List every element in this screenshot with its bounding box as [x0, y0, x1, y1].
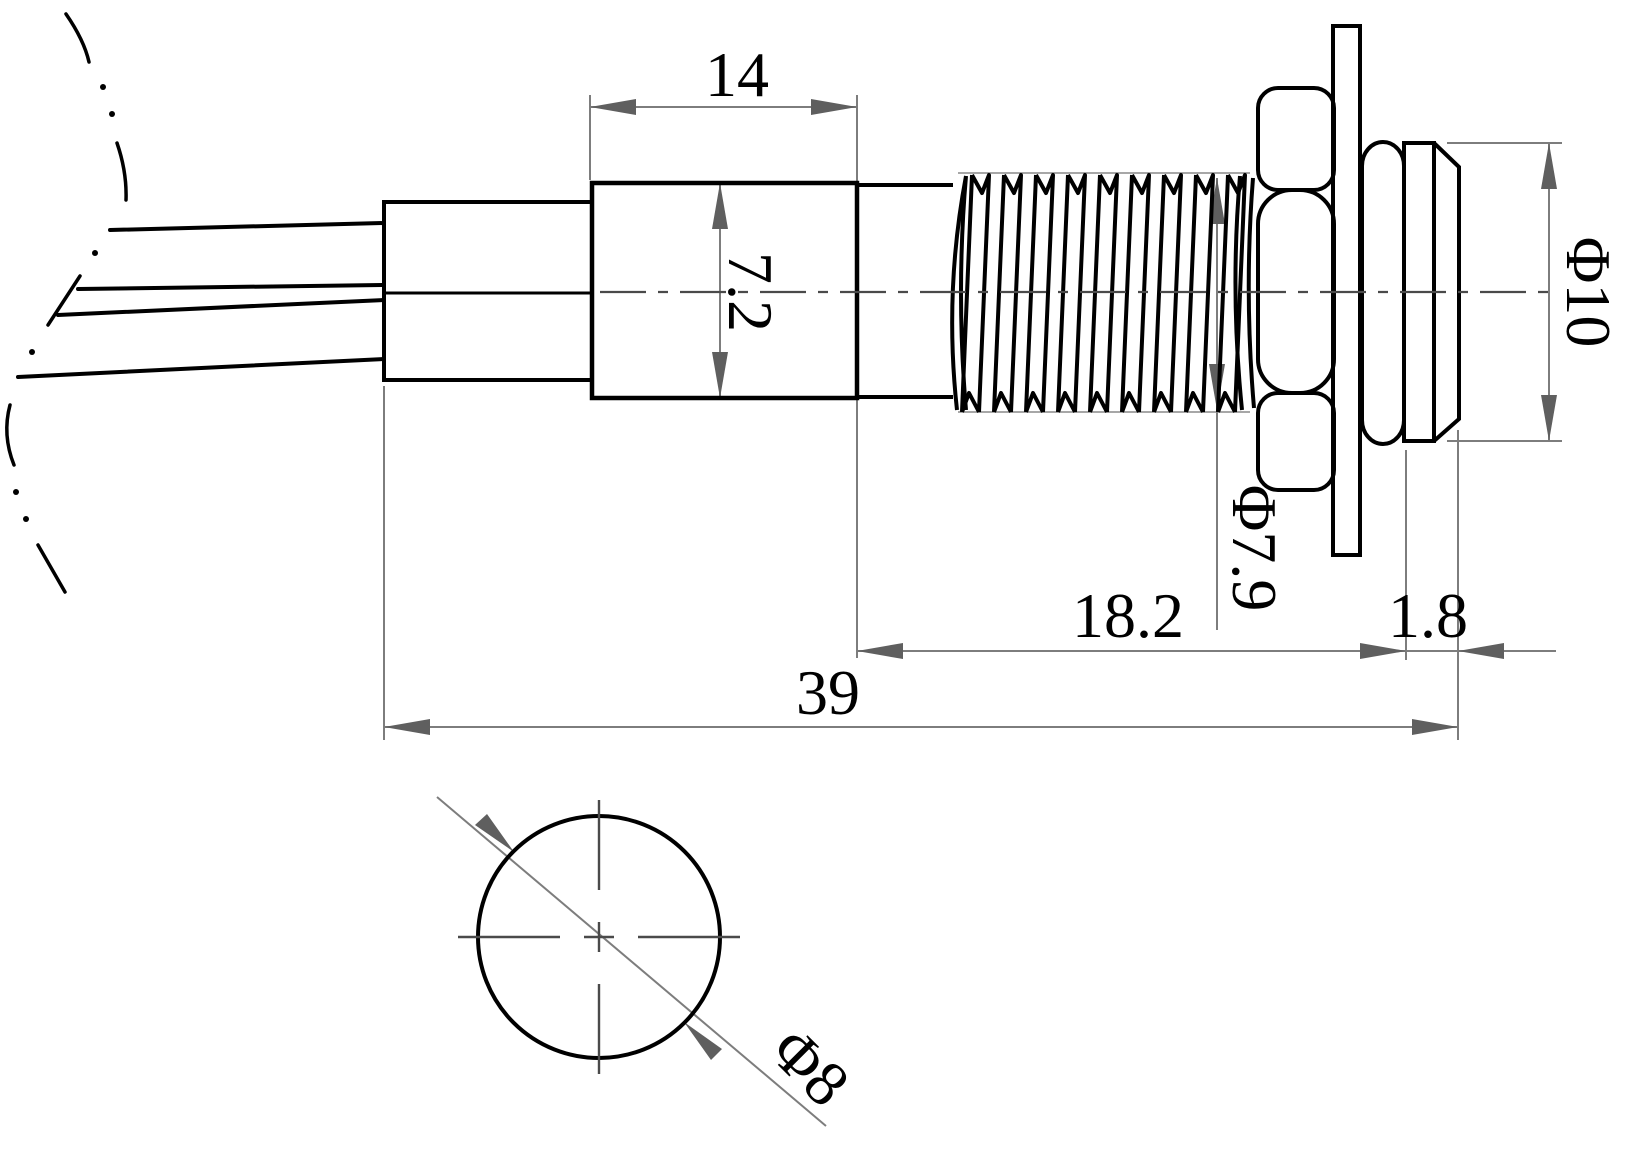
side-view: [5, 12, 1556, 594]
thread-tooth: [960, 173, 991, 413]
wire-housing: [382, 200, 594, 382]
break-arc: [115, 141, 128, 202]
lead-wires: [16, 221, 386, 379]
dim-text-head-diameter: Φ10: [1553, 237, 1624, 348]
dim-text-hole-diameter: Φ8: [757, 1014, 863, 1120]
dim-line-phi8: [436, 796, 827, 1127]
arrowhead: [1360, 643, 1406, 659]
thread-tooth: [1088, 173, 1119, 413]
thread-tooth: [1024, 173, 1055, 413]
arrowhead: [811, 99, 857, 115]
lead-wire: [108, 221, 386, 232]
arrowhead: [1541, 395, 1557, 441]
hex-nut: [1256, 86, 1336, 492]
break-line: [5, 12, 128, 594]
lead-wire: [16, 357, 386, 379]
break-dot: [23, 516, 29, 522]
break-stroke: [46, 274, 82, 327]
dim-text-thread-diameter: Φ7.9: [1219, 485, 1290, 612]
wire-housing-body: [382, 200, 594, 382]
thread-tooth: [992, 173, 1023, 413]
dim-text-body-height: 7.2: [715, 252, 786, 332]
break-dot: [92, 250, 98, 256]
lead-wire: [76, 283, 386, 291]
panel-plate: [1331, 24, 1362, 557]
dim-text-front-section: 18.2: [1072, 580, 1184, 651]
thread-tooth: [1184, 173, 1215, 413]
hex-nut-facet-bottom: [1256, 391, 1336, 492]
break-dot: [29, 349, 35, 355]
thread-tooth: [1056, 173, 1087, 413]
lead-wire: [56, 298, 386, 317]
arrowhead: [475, 814, 514, 852]
thread-teeth: [950, 173, 1256, 413]
arrowhead: [684, 1022, 722, 1060]
thread-tooth: [1152, 173, 1183, 413]
arrowhead: [712, 352, 728, 398]
arrowhead: [712, 183, 728, 229]
break-dot: [100, 84, 106, 90]
bottom-view: [458, 800, 740, 1074]
arrowhead: [857, 643, 903, 659]
break-dot: [13, 489, 19, 495]
arrowhead: [1541, 143, 1557, 189]
thread-tooth: [1216, 173, 1247, 413]
hex-nut-facet-top: [1256, 86, 1336, 192]
break-arc: [5, 403, 16, 467]
dim-text-body-length: 14: [705, 39, 769, 110]
arrowhead: [1458, 643, 1504, 659]
arrowhead: [1412, 719, 1458, 735]
dim-text-bezel-thickness: 1.8: [1388, 580, 1468, 651]
break-stroke: [36, 543, 67, 594]
thread-tooth: [1120, 173, 1151, 413]
thread-section: [950, 172, 1256, 413]
break-dot: [109, 111, 115, 117]
dim-text-overall-length: 39: [796, 657, 860, 728]
arrowhead: [590, 99, 636, 115]
arrowhead: [384, 719, 430, 735]
break-arc: [64, 12, 91, 64]
neck-section: [857, 183, 953, 399]
center-marks: [458, 800, 740, 1074]
lamp-body: [589, 180, 860, 401]
